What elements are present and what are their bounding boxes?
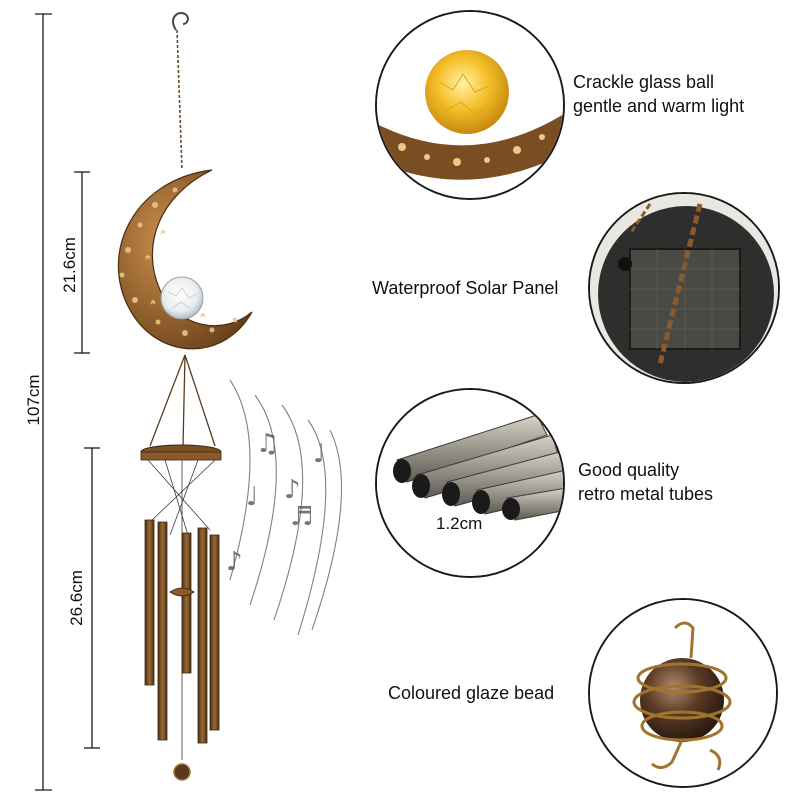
music-note-glyphs: ♫ ♪ ♩ ♪ ♬ ♩ <box>226 429 325 577</box>
glaze-bead-detail-circle <box>588 598 778 788</box>
ring-chains <box>149 354 216 447</box>
glass-ball-label-line2: gentle and warm light <box>573 96 745 116</box>
music-notes-decoration <box>229 379 343 636</box>
tubes-label-line1: Good quality <box>578 460 680 480</box>
glaze-bead-closeup <box>590 600 776 786</box>
glass-ball-closeup <box>377 12 563 198</box>
svg-text:♪: ♪ <box>226 547 243 577</box>
tubes-closeup <box>377 390 563 576</box>
moon-height-label: 21.6cm <box>60 237 79 293</box>
svg-text:♩: ♩ <box>313 439 325 469</box>
solar-panel-closeup <box>590 194 778 382</box>
solar-panel-detail-circle <box>588 192 780 384</box>
glaze-bead-small <box>173 763 191 781</box>
wind-striker <box>169 587 195 597</box>
crackle-glass-ball <box>160 276 204 320</box>
glass-ball-feature-label: Crackle glass ball gentle and warm light <box>573 70 744 118</box>
metal-chime-tubes <box>144 519 220 744</box>
chime-strings <box>147 459 216 600</box>
solar-panel-feature-label: Waterproof Solar Panel <box>372 278 559 298</box>
svg-text:♬: ♬ <box>290 502 313 532</box>
tubes-feature-label: Good quality retro metal tubes <box>578 458 713 506</box>
crescent-moon <box>118 169 253 350</box>
tubes-label-line2: retro metal tubes <box>578 484 714 504</box>
chain-overlay <box>657 203 703 365</box>
svg-text:♫: ♫ <box>256 429 279 459</box>
chime-height-label: 26.6cm <box>67 570 86 626</box>
glass-ball-label-line1: Crackle glass ball <box>573 72 715 92</box>
hook-icon <box>172 12 189 31</box>
svg-text:♪: ♪ <box>284 475 301 505</box>
glass-ball-detail-circle <box>375 10 565 200</box>
chime-top-ring <box>140 444 222 460</box>
glaze-bead-feature-label: Coloured glaze bead <box>388 683 555 703</box>
moon-cutout-pattern <box>119 187 238 336</box>
tube-diameter-label: 1.2cm <box>436 514 483 533</box>
hanging-chain <box>176 29 183 171</box>
svg-text:♩: ♩ <box>246 482 258 512</box>
total-height-label: 107cm <box>24 374 43 426</box>
tubes-detail-circle <box>375 388 565 578</box>
